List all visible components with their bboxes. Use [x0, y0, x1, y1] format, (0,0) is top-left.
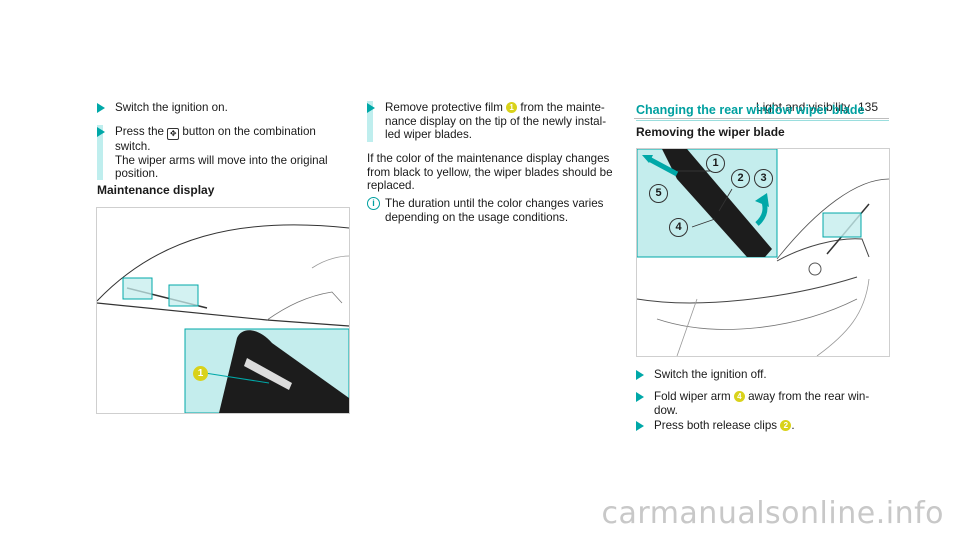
watermark: carmanualsonline.info: [601, 496, 944, 531]
step-item: Press both release clips 2.: [636, 419, 886, 433]
info-icon: i: [367, 197, 380, 210]
callout-number: 2: [780, 420, 792, 431]
step-text-b: .: [791, 419, 795, 432]
step-item: Switch the ignition off.: [636, 368, 886, 382]
callout-badge: 4: [669, 218, 688, 237]
step-text: Press the ✥ button on the combination sw…: [115, 125, 328, 181]
step-text: Fold wiper arm 4 away from the rear win-…: [654, 390, 869, 417]
section-title: Changing the rear window wiper blade: [636, 103, 865, 117]
note-text: The duration until the color changes var…: [385, 197, 604, 224]
callout-number: 1: [506, 102, 518, 113]
step-item: Switch the ignition on.: [97, 101, 347, 115]
step-item: Fold wiper arm 4 away from the rear win-…: [636, 390, 886, 418]
step-text: Switch the ignition on.: [115, 101, 228, 114]
step-item: Remove protective film 1 from the mainte…: [367, 101, 622, 142]
triangle-arrow-icon: [636, 370, 644, 380]
step-text-b: button on the combination switch. The wi…: [115, 125, 328, 181]
step-item: Press the ✥ button on the combination sw…: [97, 125, 352, 180]
step-text: Switch the ignition off.: [654, 368, 767, 381]
callout-number: 4: [733, 391, 745, 402]
triangle-arrow-icon: [636, 421, 644, 431]
header-rule: [634, 118, 889, 119]
subheading: Maintenance display: [97, 183, 215, 197]
step-text-a: Press the: [115, 125, 168, 138]
running-header: Light and visibility 135: [756, 100, 878, 114]
callout-badge: 2: [731, 169, 750, 188]
body-paragraph: If the color of the maintenance display …: [367, 152, 613, 193]
callout-badge: 1: [193, 366, 208, 381]
triangle-arrow-icon: [367, 103, 375, 113]
step-text-b: away from the rear win- dow.: [654, 390, 870, 417]
wiper-button-icon: ✥: [167, 128, 180, 140]
header-section: Light and visibility: [755, 100, 850, 114]
step-text-a: Press both release clips: [654, 419, 781, 432]
maintenance-illustration: [97, 224, 349, 413]
step-text-a: Remove protective film: [385, 101, 507, 114]
page-number: 135: [857, 100, 878, 114]
step-bar: [367, 101, 373, 142]
triangle-arrow-icon: [97, 127, 105, 137]
maintenance-figure: 1: [96, 207, 350, 414]
note-item: i The duration until the color changes v…: [367, 197, 622, 225]
triangle-arrow-icon: [636, 392, 644, 402]
triangle-arrow-icon: [97, 103, 105, 113]
step-text-b: from the mainte- nance display on the ti…: [385, 101, 607, 142]
step-text-a: Fold wiper arm: [654, 390, 734, 403]
step-bar: [97, 125, 103, 180]
callout-badge: 5: [649, 184, 668, 203]
step-text: Remove protective film 1 from the mainte…: [385, 101, 606, 142]
subheading: Removing the wiper blade: [636, 125, 785, 139]
rear-wiper-figure: 1 2 3 4 5: [636, 148, 890, 357]
step-text: Press both release clips 2.: [654, 419, 795, 433]
callout-badge: 3: [754, 169, 773, 188]
section-rule: [636, 120, 889, 121]
callout-badge: 1: [706, 154, 725, 173]
